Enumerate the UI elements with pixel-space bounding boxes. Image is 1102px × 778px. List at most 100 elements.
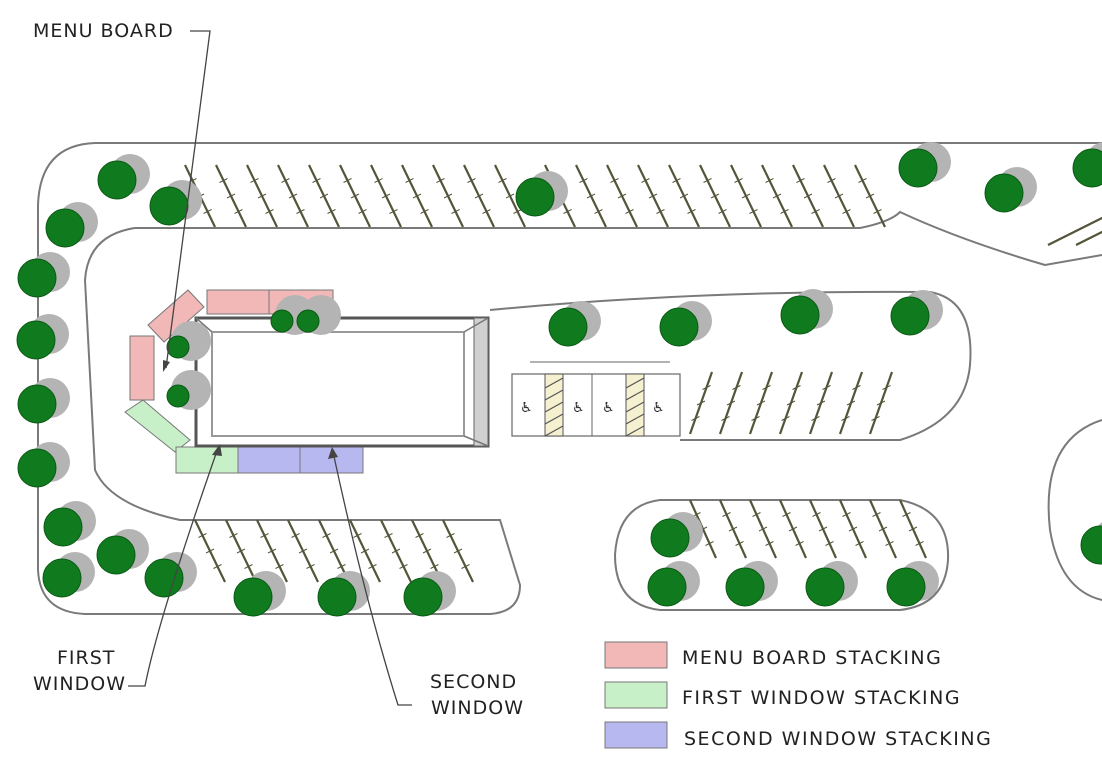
stall-tick — [1073, 227, 1083, 233]
stall-tick — [765, 541, 774, 546]
stall-tick — [226, 193, 236, 199]
stall-tick — [420, 209, 429, 214]
stall-tick — [811, 209, 820, 214]
stall-tick — [288, 193, 298, 199]
accessible-icon: ♿ — [572, 400, 585, 416]
stall-tick — [229, 533, 238, 538]
stall-tick — [865, 193, 875, 199]
stall-tick — [902, 512, 911, 517]
stall-tick — [563, 209, 572, 214]
stall-tick — [306, 564, 315, 569]
stall-tick — [399, 564, 408, 569]
legend-label-menu-board: MENU BOARD STACKING — [682, 647, 942, 669]
stall-tick — [405, 178, 414, 183]
stall-tick — [1088, 220, 1098, 225]
stall-tick — [885, 541, 894, 546]
stall-tick — [780, 209, 789, 214]
stall-tick — [822, 385, 831, 390]
stall-tick — [329, 548, 339, 554]
stall-tick — [812, 512, 821, 517]
stall-tick — [257, 193, 267, 199]
first-stack-car — [124, 399, 191, 453]
stall-tick — [1086, 235, 1096, 240]
legend-label-first-window: FIRST WINDOW STACKING — [682, 687, 961, 709]
tree — [96, 535, 136, 575]
tree — [515, 177, 555, 217]
stall-tick — [915, 541, 924, 546]
stall-line-right — [1075, 230, 1102, 246]
first-window-label-line2: WINDOW — [33, 673, 126, 695]
tree — [17, 384, 57, 424]
stall-tick — [691, 416, 700, 421]
stall-tick — [281, 178, 290, 183]
stall-tick — [679, 193, 689, 199]
stall-tick — [453, 548, 463, 554]
stall-tick — [825, 541, 834, 546]
parking-stalls — [184, 164, 1102, 583]
tree — [647, 567, 687, 607]
second-stack-car — [237, 446, 301, 474]
second-window-label-line1: SECOND — [430, 671, 517, 693]
stall-tick — [718, 209, 727, 214]
stall-tick — [467, 178, 476, 183]
tree — [886, 567, 926, 607]
stall-tick — [672, 178, 681, 183]
stall-tick — [792, 385, 801, 390]
first-window-stacking — [124, 399, 239, 474]
stall-tick — [389, 209, 398, 214]
stall-tick — [368, 564, 377, 569]
second-window-stacking — [237, 446, 364, 474]
tree — [149, 186, 189, 226]
stall-tick — [625, 209, 634, 214]
stall-tick — [648, 193, 658, 199]
stall-tick — [696, 400, 706, 406]
stall-tick — [296, 209, 305, 214]
stall-tick — [818, 526, 828, 532]
stall-tick — [267, 548, 277, 554]
second-window-leader — [332, 451, 412, 706]
stall-tick — [841, 416, 850, 421]
stall-tick — [788, 526, 798, 532]
stall-tick — [734, 178, 743, 183]
stall-tick — [726, 400, 736, 406]
stall-tick — [358, 209, 367, 214]
second-window-arrowhead — [328, 447, 338, 459]
tree — [296, 309, 320, 333]
stall-tick — [786, 400, 796, 406]
stall-tick — [213, 564, 222, 569]
stall-tick — [327, 209, 336, 214]
tree — [42, 558, 82, 598]
legend-label-second-window: SECOND WINDOW STACKING — [684, 728, 992, 750]
stall-tick — [1058, 235, 1068, 240]
stall-tick — [322, 533, 331, 538]
stall-tick — [827, 178, 836, 183]
stall-tick — [275, 564, 284, 569]
legend-swatch-second-window — [604, 721, 668, 749]
stall-tick — [579, 178, 588, 183]
stall-tick — [749, 209, 758, 214]
first-stack-car — [175, 446, 239, 474]
menu-stack-car — [206, 289, 270, 315]
stall-tick — [735, 541, 744, 546]
stall-tick — [872, 512, 881, 517]
stall-tick — [360, 548, 370, 554]
stall-tick — [198, 533, 207, 538]
tree — [17, 258, 57, 298]
stall-tick — [721, 416, 730, 421]
tree — [97, 160, 137, 200]
stall-tick — [834, 193, 844, 199]
stall-tick — [443, 193, 453, 199]
tree — [805, 567, 845, 607]
stall-tick — [205, 548, 215, 554]
stall-tick — [795, 541, 804, 546]
tree — [780, 295, 820, 335]
stall-tick — [617, 193, 627, 199]
stall-tick — [882, 385, 891, 390]
stall-tick — [871, 416, 880, 421]
tree — [890, 296, 930, 336]
stall-tick — [756, 400, 766, 406]
stall-tick — [765, 178, 774, 183]
stall-tick — [350, 193, 360, 199]
